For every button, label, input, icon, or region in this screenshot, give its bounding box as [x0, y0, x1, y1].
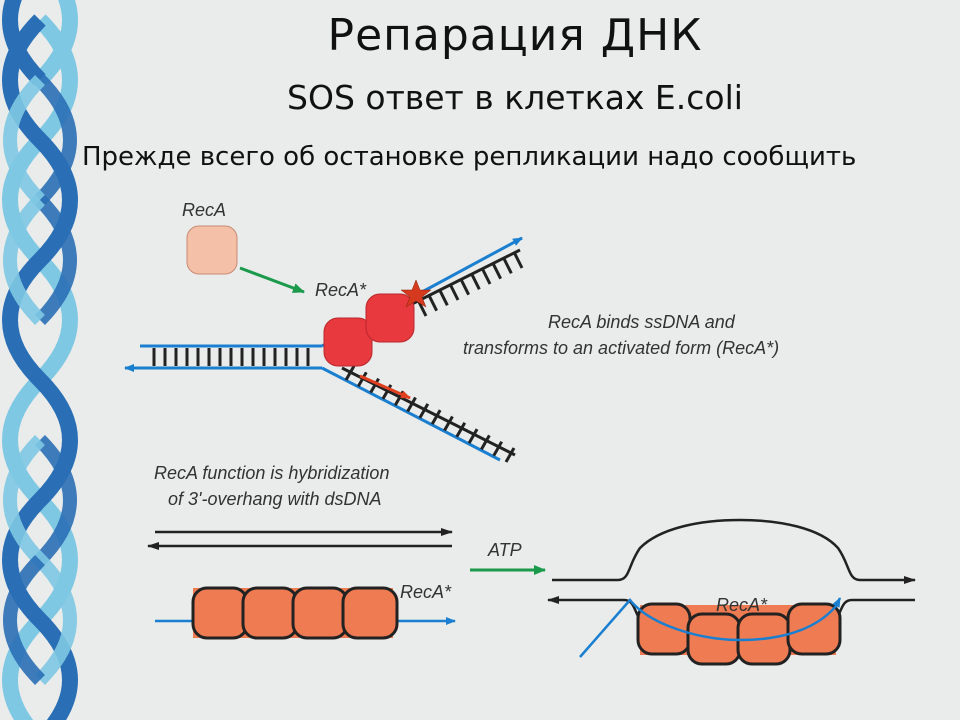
reca-filament-left — [155, 586, 456, 640]
slide-subtitle: SOS ответ в клетках E.coli — [287, 78, 743, 117]
base-pair-rung — [491, 261, 503, 280]
d-loop-structure — [547, 518, 916, 666]
base-pair-rung — [381, 384, 393, 400]
base-pair-rung — [418, 403, 430, 419]
dsdna-left — [147, 528, 453, 550]
slide-title: Репарация ДНК — [327, 10, 703, 61]
base-pair-rung — [430, 409, 442, 425]
base-pair-rung — [437, 288, 449, 307]
slide-heading: Прежде всего об остановке репликации над… — [82, 142, 857, 172]
parental-duplex — [124, 344, 322, 372]
base-pair-rung — [512, 251, 524, 269]
atp-label: ATP — [487, 540, 522, 560]
reca-active-label-3: RecA* — [716, 595, 768, 615]
base-pair-rung — [480, 267, 492, 285]
primer-arrow — [359, 374, 411, 400]
base-pair-rung — [469, 272, 481, 291]
base-pair-rung — [467, 428, 479, 444]
dna-helix-decoration — [2, 0, 78, 720]
reca-active-proteins — [323, 293, 415, 367]
reca-inactive-protein — [186, 225, 238, 275]
base-pair-rung — [492, 440, 503, 457]
function-caption-line-2: of 3'-overhang with dsDNA — [168, 489, 382, 509]
base-pair-rung — [504, 447, 516, 463]
function-caption-line-1: RecA function is hybridization — [154, 463, 389, 483]
binds-caption-line-1: RecA binds ssDNA and — [548, 312, 736, 332]
base-pair-rung — [501, 256, 513, 275]
base-pair-rung — [344, 365, 356, 381]
base-pair-rung — [357, 371, 368, 388]
base-pair-rung — [480, 434, 491, 451]
reca-active-label: RecA* — [315, 280, 367, 300]
reca-active-label-2: RecA* — [400, 582, 452, 602]
base-pair-rung — [459, 277, 471, 296]
base-pair-rung — [443, 415, 454, 432]
binds-caption-line-2: transforms to an activated form (RecA*) — [463, 338, 779, 358]
base-pair-rung — [455, 422, 467, 438]
activation-star-icon — [400, 279, 432, 308]
base-pair-rung — [448, 283, 460, 301]
base-pair-rung — [427, 293, 439, 312]
activation-arrow — [239, 266, 305, 294]
base-pair-rung — [406, 396, 417, 413]
reca-label: RecA — [182, 200, 226, 220]
lower-fork-branch — [321, 365, 516, 463]
base-pair-rung — [369, 377, 380, 394]
